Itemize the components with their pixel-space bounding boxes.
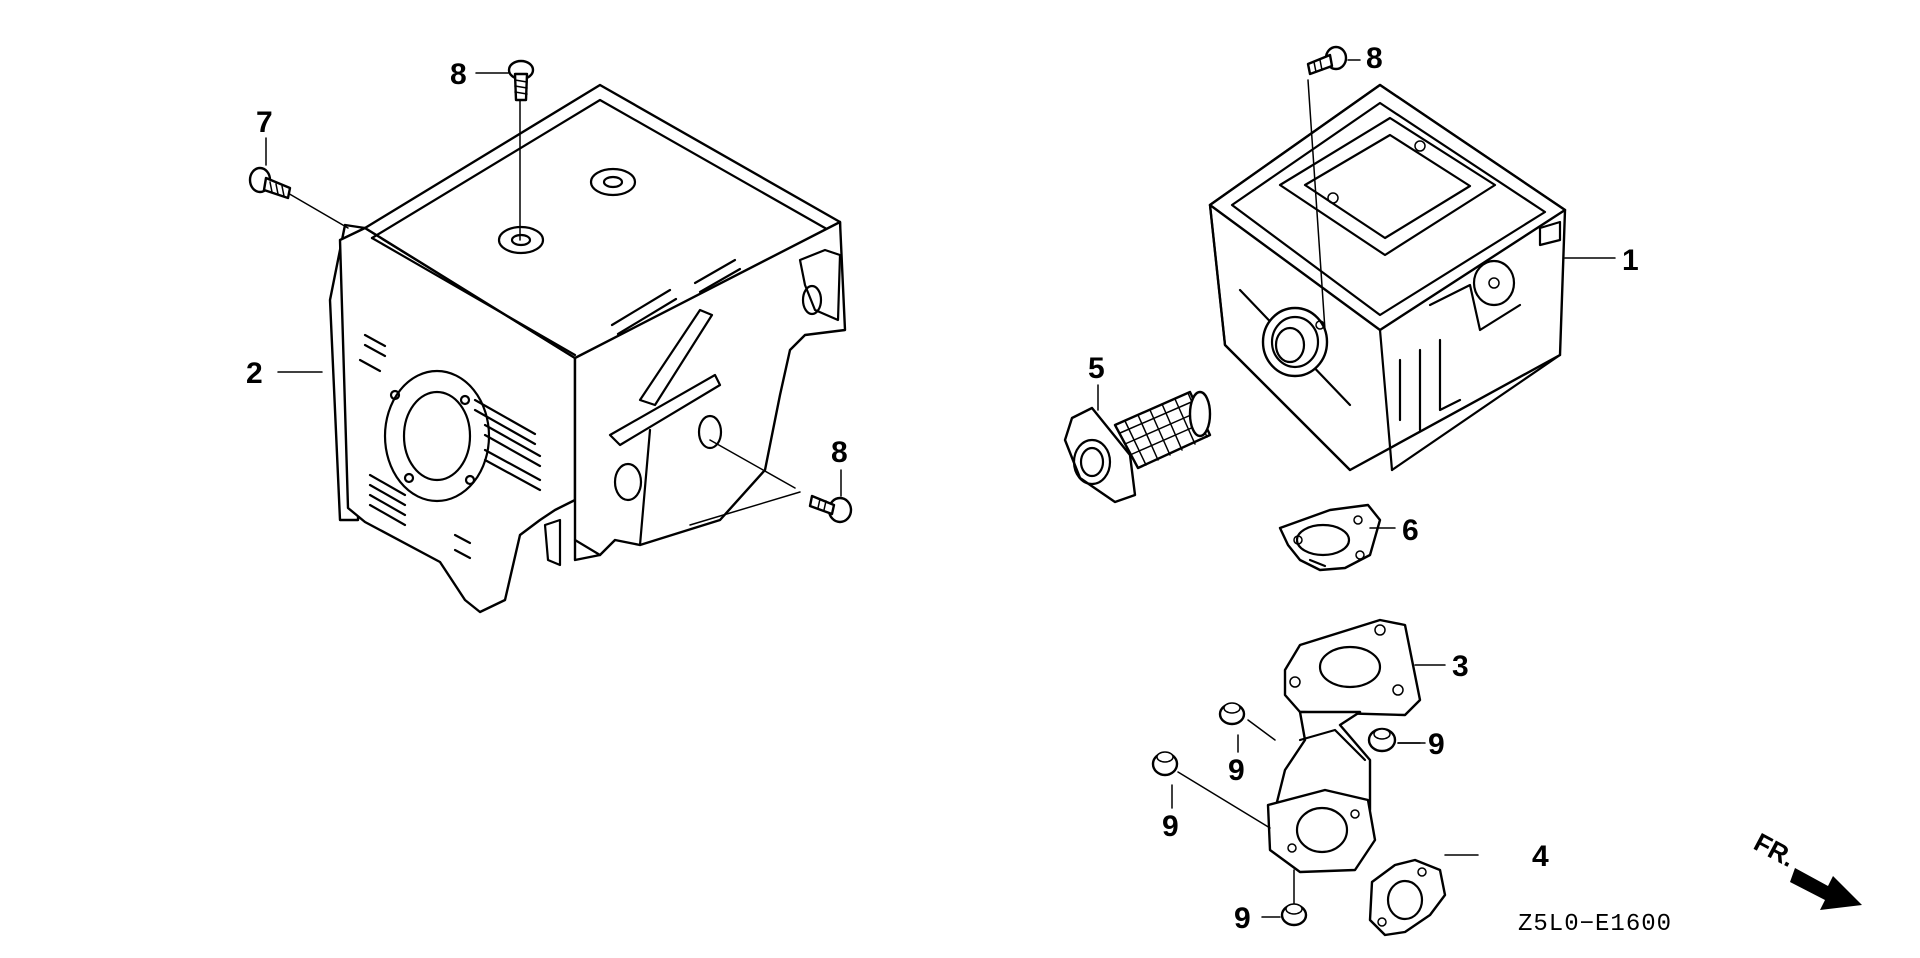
- callout-3: 3: [1452, 650, 1469, 683]
- muffler: [1208, 83, 1567, 472]
- figure-code: Z5L0−E1600: [1518, 911, 1672, 938]
- muffler-protector: [328, 83, 847, 614]
- callout-2: 2: [246, 357, 263, 390]
- callout-5: 5: [1088, 352, 1105, 385]
- flange-nut-9-lower-left: [1151, 751, 1271, 829]
- front-label: FR.: [1749, 827, 1800, 873]
- flange-nut-9-right: [1367, 727, 1426, 753]
- exhaust-gasket: [1368, 858, 1447, 937]
- flange-bolt-7: [248, 166, 349, 229]
- callout-9-right: 9: [1428, 728, 1445, 761]
- callout-6: 6: [1402, 514, 1419, 547]
- muffler-gasket: [1278, 503, 1382, 572]
- front-arrow-icon: [1790, 868, 1862, 910]
- callout-1: 1: [1622, 244, 1639, 277]
- callout-7: 7: [256, 106, 273, 139]
- exhaust-joint: [1266, 618, 1422, 874]
- flange-nut-9-upper-left: [1218, 702, 1276, 741]
- front-direction-indicator: FR.: [1749, 827, 1862, 910]
- tapping-screw-8-top: [507, 59, 535, 241]
- callout-4: 4: [1532, 840, 1549, 873]
- callout-9-lower-left: 9: [1162, 810, 1179, 843]
- tapping-screw-8-side: [689, 439, 853, 526]
- tapping-screw-8-muffler: [1306, 45, 1348, 331]
- leader-lines: [265, 59, 1616, 918]
- callout-8-top: 8: [450, 58, 467, 91]
- callout-8-muffler: 8: [1366, 42, 1383, 75]
- callouts: 1 2 3 4 5 6 7 8 8 8 9 9 9 9: [246, 42, 1639, 935]
- spark-arrester: [1063, 390, 1212, 504]
- callout-8-side: 8: [831, 436, 848, 469]
- callout-9-upper-left: 9: [1228, 754, 1245, 787]
- callout-9-bottom: 9: [1234, 902, 1251, 935]
- flange-nut-9-bottom: [1280, 869, 1308, 927]
